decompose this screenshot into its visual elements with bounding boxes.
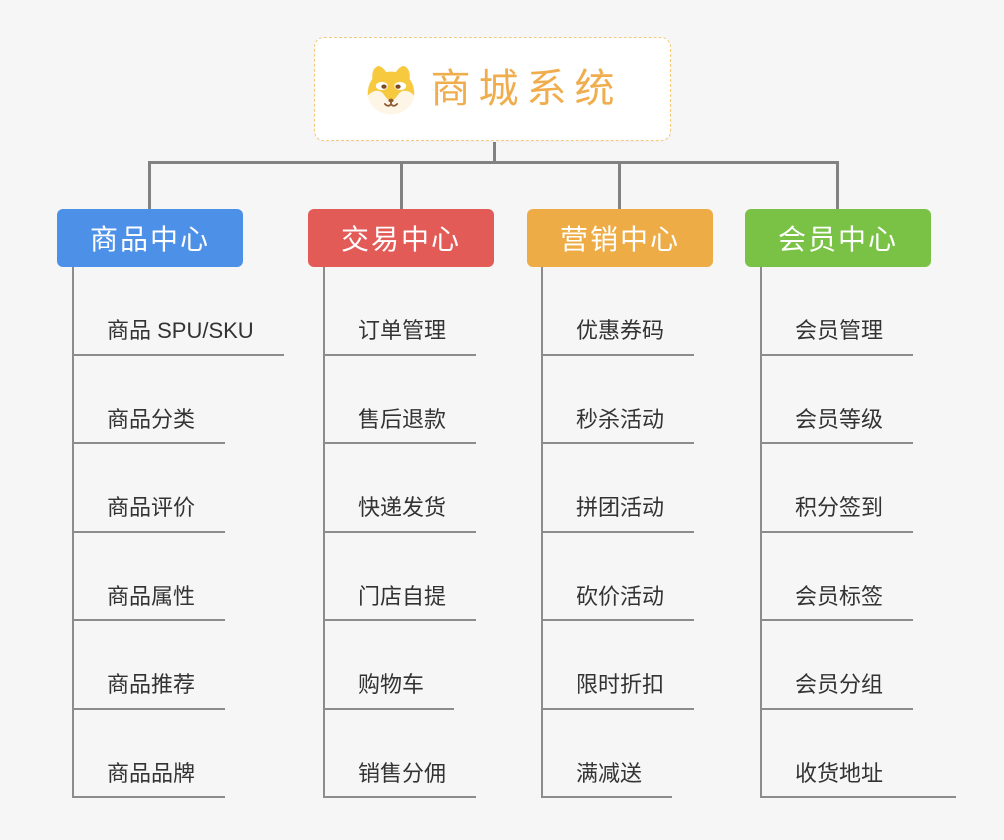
tree-item[interactable]: 订单管理 [325,317,477,356]
tree-item[interactable]: 商品属性 [74,583,226,621]
branch-header-members[interactable]: 会员中心 [745,209,931,267]
tree-item[interactable]: 售后退款 [325,406,477,444]
item-slot: 商品属性 [74,533,284,621]
branch-column-products: 商品 SPU/SKU 商品分类 商品评价 商品属性 商品推荐 商品品牌 [72,267,284,798]
tree-item[interactable]: 商品 SPU/SKU [74,317,284,356]
tree-item[interactable]: 砍价活动 [543,583,695,621]
tree-item[interactable]: 商品推荐 [74,671,226,710]
item-slot: 秒杀活动 [543,356,695,444]
branch-column-marketing: 优惠券码 秒杀活动 拼团活动 砍价活动 限时折扣 满减送 [541,267,695,798]
root-node[interactable]: 商城系统 [314,37,671,141]
connector-rail [148,161,839,164]
tree-item[interactable]: 会员标签 [762,583,914,621]
item-slot: 售后退款 [325,356,477,444]
connector-root-stub [493,142,496,162]
connector-drop [836,161,839,210]
tree-item[interactable]: 会员管理 [762,317,914,356]
branch-column-trade: 订单管理 售后退款 快递发货 门店自提 购物车 销售分佣 [323,267,477,798]
tree-item[interactable]: 限时折扣 [543,671,695,710]
item-slot: 订单管理 [325,267,477,356]
item-slot: 门店自提 [325,533,477,621]
item-slot: 会员管理 [762,267,956,356]
tree-item[interactable]: 优惠券码 [543,317,695,356]
connector-drop [400,161,403,210]
item-slot: 会员标签 [762,533,956,621]
tree-item[interactable]: 拼团活动 [543,494,695,533]
shiba-dog-icon [363,64,419,115]
item-slot: 优惠券码 [543,267,695,356]
item-slot: 满减送 [543,710,694,798]
tree-item[interactable]: 会员等级 [762,406,914,444]
branch-header-products[interactable]: 商品中心 [57,209,243,267]
tree-item[interactable]: 商品品牌 [74,760,226,798]
tree-item[interactable]: 积分签到 [762,494,914,533]
branch-header-trade[interactable]: 交易中心 [308,209,494,267]
item-slot: 会员等级 [762,356,956,444]
item-slot: 商品 SPU/SKU [74,267,284,356]
tree-item[interactable]: 满减送 [543,760,673,798]
item-slot: 拼团活动 [543,444,695,533]
tree-item[interactable]: 门店自提 [325,583,477,621]
item-slot: 商品评价 [74,444,284,533]
connector-drop [148,161,151,210]
item-slot: 商品推荐 [74,621,284,710]
connector-drop [618,161,621,210]
item-slot: 商品分类 [74,356,284,444]
item-slot: 销售分佣 [325,710,477,798]
item-slot: 收货地址 [762,710,957,798]
tree-item[interactable]: 快递发货 [325,494,477,533]
tree-item[interactable]: 收货地址 [762,760,957,798]
item-slot: 商品品牌 [74,710,284,798]
tree-item[interactable]: 秒杀活动 [543,406,695,444]
tree-item[interactable]: 销售分佣 [325,760,477,798]
item-slot: 购物车 [325,621,476,710]
item-slot: 会员分组 [762,621,956,710]
item-slot: 积分签到 [762,444,956,533]
item-slot: 快递发货 [325,444,477,533]
tree-item[interactable]: 商品分类 [74,406,226,444]
item-slot: 砍价活动 [543,533,695,621]
tree-item[interactable]: 商品评价 [74,494,226,533]
branch-header-marketing[interactable]: 营销中心 [527,209,713,267]
root-title: 商城系统 [430,67,623,111]
item-slot: 限时折扣 [543,621,695,710]
tree-item[interactable]: 会员分组 [762,671,914,710]
branch-column-members: 会员管理 会员等级 积分签到 会员标签 会员分组 收货地址 [760,267,957,798]
tree-item[interactable]: 购物车 [325,671,455,710]
